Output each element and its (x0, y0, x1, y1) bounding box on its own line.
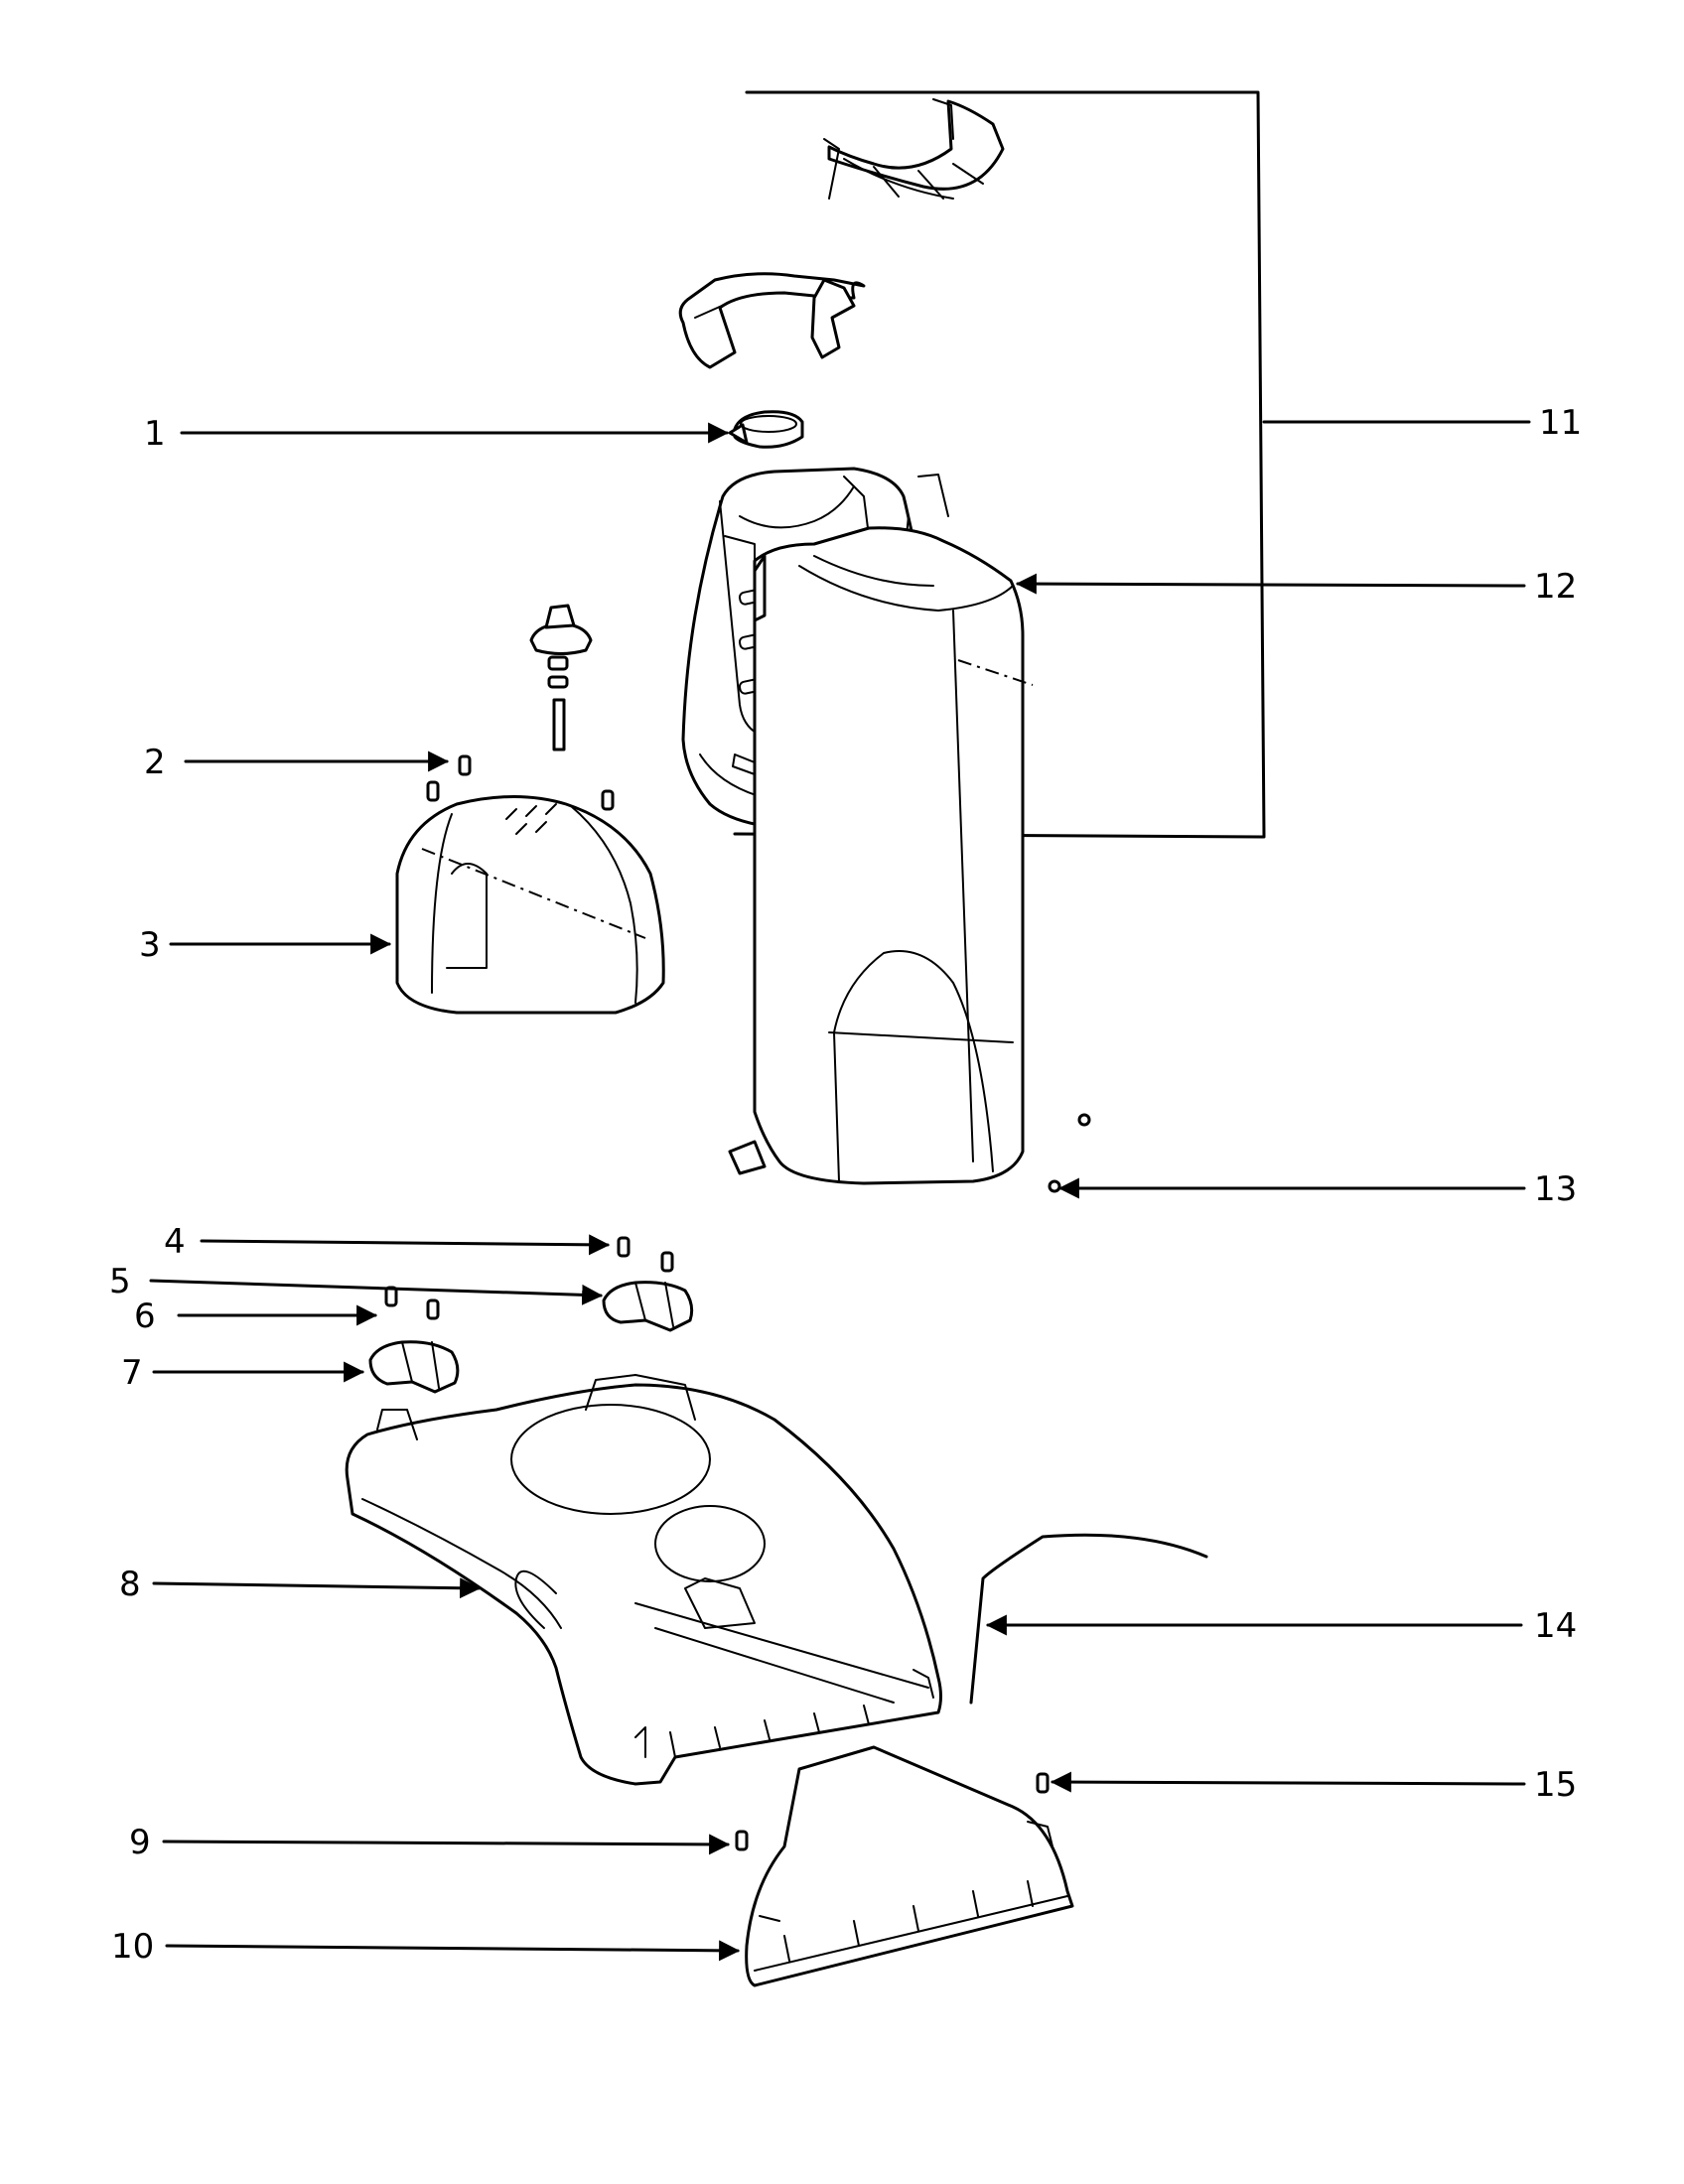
part-14-wire (969, 1533, 1208, 1705)
callout-13: 13 (1534, 1169, 1577, 1209)
part-3-motor-cover (395, 795, 665, 1015)
leader-15 (1050, 1771, 1526, 1793)
leader-4 (200, 1234, 611, 1256)
callout-5: 5 (109, 1262, 131, 1301)
callout-10: 10 (111, 1927, 154, 1967)
callout-4: 4 (164, 1222, 186, 1262)
callout-6: 6 (134, 1297, 156, 1336)
part-12-housing (724, 474, 1034, 1185)
part-13-screws (1048, 1113, 1091, 1193)
callout-7: 7 (121, 1353, 143, 1393)
leader-5 (149, 1279, 604, 1305)
leader-lines (149, 420, 1531, 1962)
callout-3: 3 (139, 925, 161, 965)
callout-14: 14 (1534, 1606, 1577, 1646)
leader-12 (1015, 573, 1526, 595)
part-5-latch (602, 1281, 694, 1332)
part-2-screws (426, 754, 615, 811)
callout-11: 11 (1539, 403, 1582, 443)
part-9-screw (735, 1830, 749, 1851)
callout-9: 9 (129, 1823, 151, 1862)
part-carry-handle (678, 272, 866, 369)
part-4-6-screws (384, 1236, 674, 1320)
callout-1: 1 (144, 414, 166, 454)
leader-9 (162, 1834, 731, 1855)
callout-12: 12 (1534, 567, 1577, 607)
part-1-cap (728, 410, 804, 449)
part-8-base (345, 1374, 942, 1786)
part-10-nozzle (745, 1745, 1074, 1987)
callout-8: 8 (119, 1565, 141, 1604)
part-15-screw (1036, 1772, 1050, 1794)
part-float-valve-assembly (529, 604, 593, 751)
part-handle-grip-top (823, 98, 1005, 200)
leader-8 (152, 1577, 482, 1599)
callout-labels: 1 2 3 4 5 6 7 8 9 10 11 12 13 14 15 (109, 403, 1582, 1967)
part-7-latch (368, 1340, 460, 1394)
leader-10 (165, 1940, 741, 1962)
callout-2: 2 (144, 743, 166, 782)
callout-15: 15 (1534, 1765, 1577, 1805)
